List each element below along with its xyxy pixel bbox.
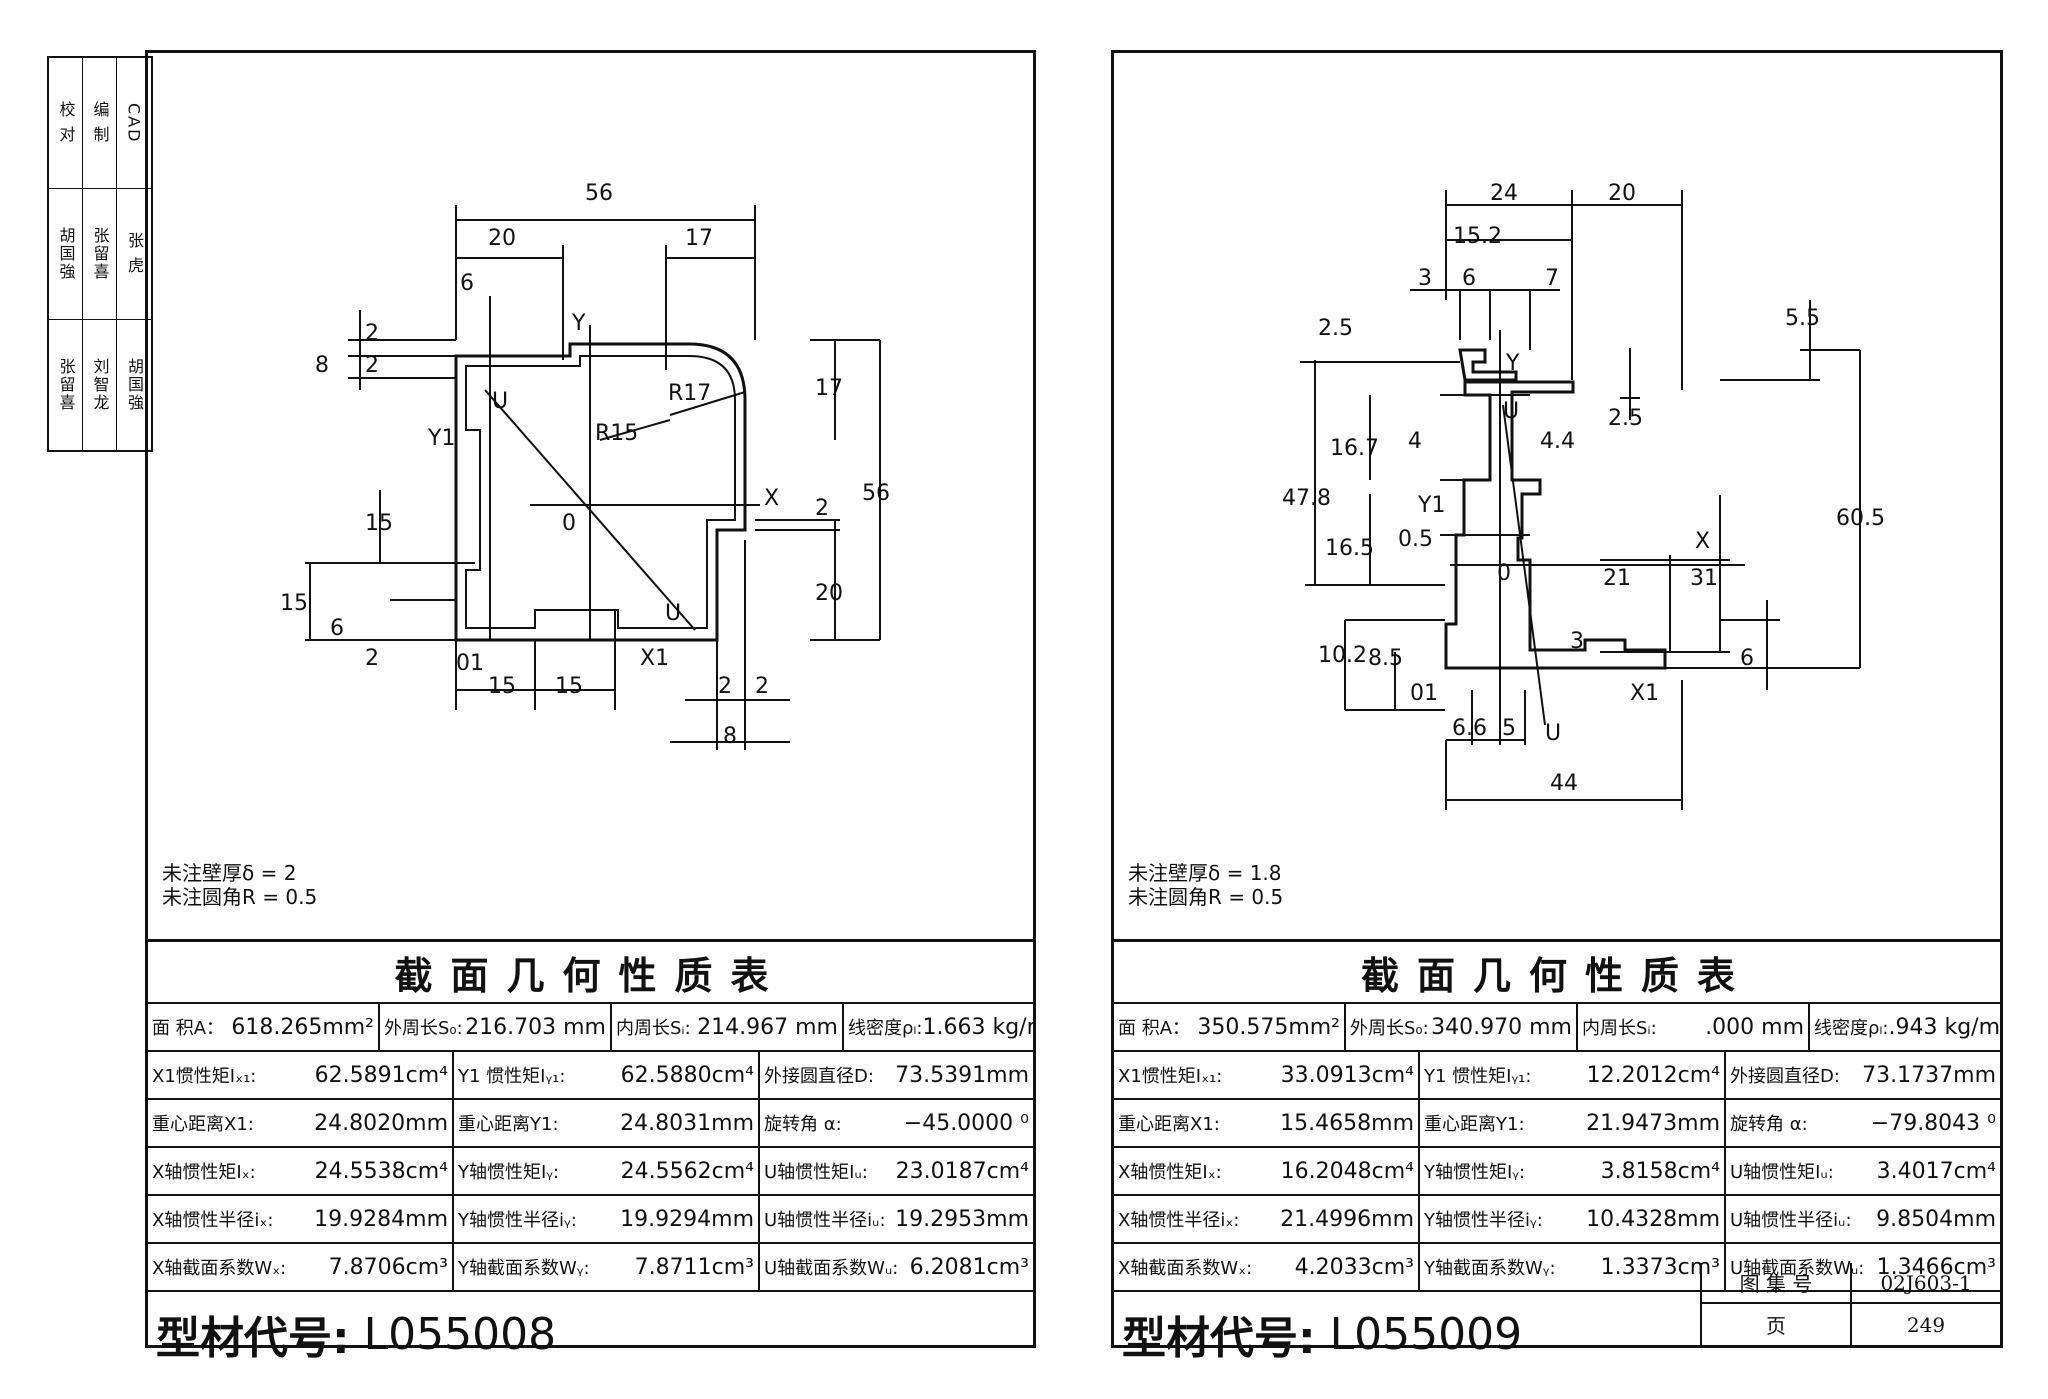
approval-stamp: 校 对 胡国強 张留喜 编 制 张留喜 刘智龙 CAD 张 虎 胡国強: [47, 56, 153, 452]
dimension-label: 2: [365, 321, 379, 346]
left-profile-outer: [454, 342, 747, 642]
dimension-label: 6.6: [1452, 716, 1487, 741]
dimension-label: 16.7: [1330, 436, 1379, 461]
left-properties-table: 截面几何性质表 面 积A：618.265mm² 外周长S₀:216.703 mm…: [148, 939, 1033, 1364]
right-profile-top: [1458, 348, 1518, 382]
dimension-label: U: [665, 601, 681, 626]
dimension-label: U: [1503, 399, 1519, 424]
dimension-label: 15: [555, 674, 583, 699]
dimension-label: 0: [1497, 561, 1511, 586]
dimension-label: 21: [1603, 566, 1631, 591]
dimension-label: 2: [365, 646, 379, 671]
table-row: X1惯性矩Iₓ₁:62.5891cm⁴ Y1 惯性矩Iᵧ₁:62.5880cm⁴…: [148, 1052, 1033, 1100]
dimension-label: Y: [1505, 351, 1520, 376]
dimension-label: 3: [1418, 266, 1432, 291]
dimension-label: 20: [815, 581, 843, 606]
dimension-label: 5: [1502, 716, 1516, 741]
dimension-label: 47.8: [1282, 486, 1331, 511]
dimension-label: 15.2: [1453, 224, 1502, 249]
left-dim: 56: [585, 181, 613, 206]
dimension-label: 2: [815, 496, 829, 521]
stamp-col-3: CAD 张 虎 胡国強: [117, 58, 151, 450]
dimension-label: X: [1695, 529, 1710, 554]
dimension-label: 6: [1462, 266, 1476, 291]
table-row: 重心距离X1:24.8020mm 重心距离Y1:24.8031mm 旋转角 α:…: [148, 1100, 1033, 1148]
dimension-label: 10.2: [1318, 643, 1367, 668]
dimension-label: R15: [595, 421, 638, 446]
table-row: X1惯性矩Iₓ₁:33.0913cm⁴ Y1 惯性矩Iᵧ₁:12.2012cm⁴…: [1114, 1052, 2000, 1100]
dimension-label: 7: [1545, 266, 1559, 291]
page-label: 页: [1702, 1304, 1852, 1345]
right-table-title: 截面几何性质表: [1114, 942, 2000, 1004]
dimension-label: 2.5: [1318, 316, 1353, 341]
left-notes: 未注壁厚δ = 2 未注圆角R = 0.5: [162, 861, 318, 909]
stamp-col-2: 编 制 张留喜 刘智龙: [83, 58, 117, 450]
table-row: X轴截面系数Wₓ:7.8706cm³ Y轴截面系数Wᵧ:7.8711cm³ U轴…: [148, 1244, 1033, 1292]
dimension-label: 8: [315, 353, 329, 378]
atlas-number-label: 图 集 号: [1702, 1263, 1852, 1304]
stamp-col-1: 校 对 胡国強 张留喜: [49, 58, 83, 450]
dimension-label: 20: [1608, 181, 1636, 206]
dimension-label: 24: [1490, 181, 1518, 206]
dimension-label: 16.5: [1325, 536, 1374, 561]
right-profile-code: 型材代号:L055009: [1122, 1308, 1523, 1365]
dimension-label: 60.5: [1836, 506, 1885, 531]
dimension-label: X1: [640, 646, 669, 671]
dimension-label: Y: [571, 311, 586, 336]
right-notes: 未注壁厚δ = 1.8 未注圆角R = 0.5: [1128, 861, 1284, 909]
dimension-label: 15: [488, 674, 516, 699]
dimension-label: 56: [862, 481, 890, 506]
dimension-label: 2: [718, 674, 732, 699]
dimension-label: 2: [365, 353, 379, 378]
table-row: X轴截面系数Wₓ:4.2033cm³ Y轴截面系数Wᵧ:1.3373cm³ U轴…: [1114, 1244, 2000, 1292]
dimension-label: 8.5: [1368, 646, 1403, 671]
panel-left: 未注壁厚δ = 2 未注圆角R = 0.5 截面几何性质表 面 积A：618.2…: [145, 50, 1036, 1364]
table-row: X轴惯性半径iₓ:19.9284mm Y轴惯性半径iᵧ:19.9294mm U轴…: [148, 1196, 1033, 1244]
table-row: 面 积A：350.575mm² 外周长S₀:340.970 mm 内周长Sᵢ:.…: [1114, 1004, 2000, 1052]
dimension-label: 6: [330, 616, 344, 641]
right-profile: [1444, 380, 1667, 670]
dimension-label: 20: [488, 226, 516, 251]
dimension-label: 31: [1690, 566, 1718, 591]
dimension-label: 17: [815, 376, 843, 401]
dimension-label: X: [764, 486, 779, 511]
dimension-label: Y1: [427, 426, 455, 451]
left-table-title: 截面几何性质表: [148, 942, 1033, 1004]
dimension-label: 01: [456, 651, 484, 676]
left-profile-code: 型材代号:L055008: [156, 1308, 557, 1365]
dimension-label: 6: [1740, 646, 1754, 671]
dimension-label: 15: [280, 591, 308, 616]
dimension-label: Y1: [1417, 493, 1445, 518]
dimension-label: 0.5: [1398, 527, 1433, 552]
dimension-label: U: [492, 389, 508, 414]
dimension-label: R17: [668, 381, 711, 406]
dimension-label: 17: [685, 226, 713, 251]
dimension-label: 44: [1550, 771, 1578, 796]
panel-right: 未注壁厚δ = 1.8 未注圆角R = 0.5 截面几何性质表 面 积A：350…: [1111, 50, 2003, 1364]
dimension-label: 4: [1408, 429, 1422, 454]
dimension-label: 2: [755, 674, 769, 699]
table-row: 重心距离X1:15.4658mm 重心距离Y1:21.9473mm 旋转角 α:…: [1114, 1100, 2000, 1148]
atlas-number-value: 02J603-1: [1852, 1263, 2000, 1304]
table-row: X轴惯性矩Iₓ:24.5538cm⁴ Y轴惯性矩Iᵧ:24.5562cm⁴ U轴…: [148, 1148, 1033, 1196]
dimension-label: 5.5: [1785, 306, 1820, 331]
right-properties-table: 截面几何性质表 面 积A：350.575mm² 外周长S₀:340.970 mm…: [1114, 939, 2000, 1364]
dimension-label: 4.4: [1540, 429, 1575, 454]
table-row: X轴惯性半径iₓ:21.4996mm Y轴惯性半径iᵧ:10.4328mm U轴…: [1114, 1196, 2000, 1244]
table-row: X轴惯性矩Iₓ:16.2048cm⁴ Y轴惯性矩Iᵧ:3.8158cm⁴ U轴惯…: [1114, 1148, 2000, 1196]
dimension-label: U: [1545, 721, 1561, 746]
page-number: 249: [1906, 1312, 1946, 1337]
table-row: 面 积A：618.265mm² 外周长S₀:216.703 mm 内周长Sᵢ:2…: [148, 1004, 1033, 1052]
dimension-label: 6: [460, 271, 474, 296]
dimension-label: X1: [1630, 681, 1659, 706]
dimension-label: 8: [723, 724, 737, 749]
dimension-label: 3: [1570, 629, 1584, 654]
dimension-label: 0: [562, 511, 576, 536]
dimension-label: 2.5: [1608, 406, 1643, 431]
left-profile-inner: [465, 355, 736, 629]
sheet-info-box: 图 集 号 02J603-1 页 249: [1700, 1263, 2000, 1345]
dimension-label: 01: [1410, 681, 1438, 706]
dimension-label: 15: [365, 511, 393, 536]
